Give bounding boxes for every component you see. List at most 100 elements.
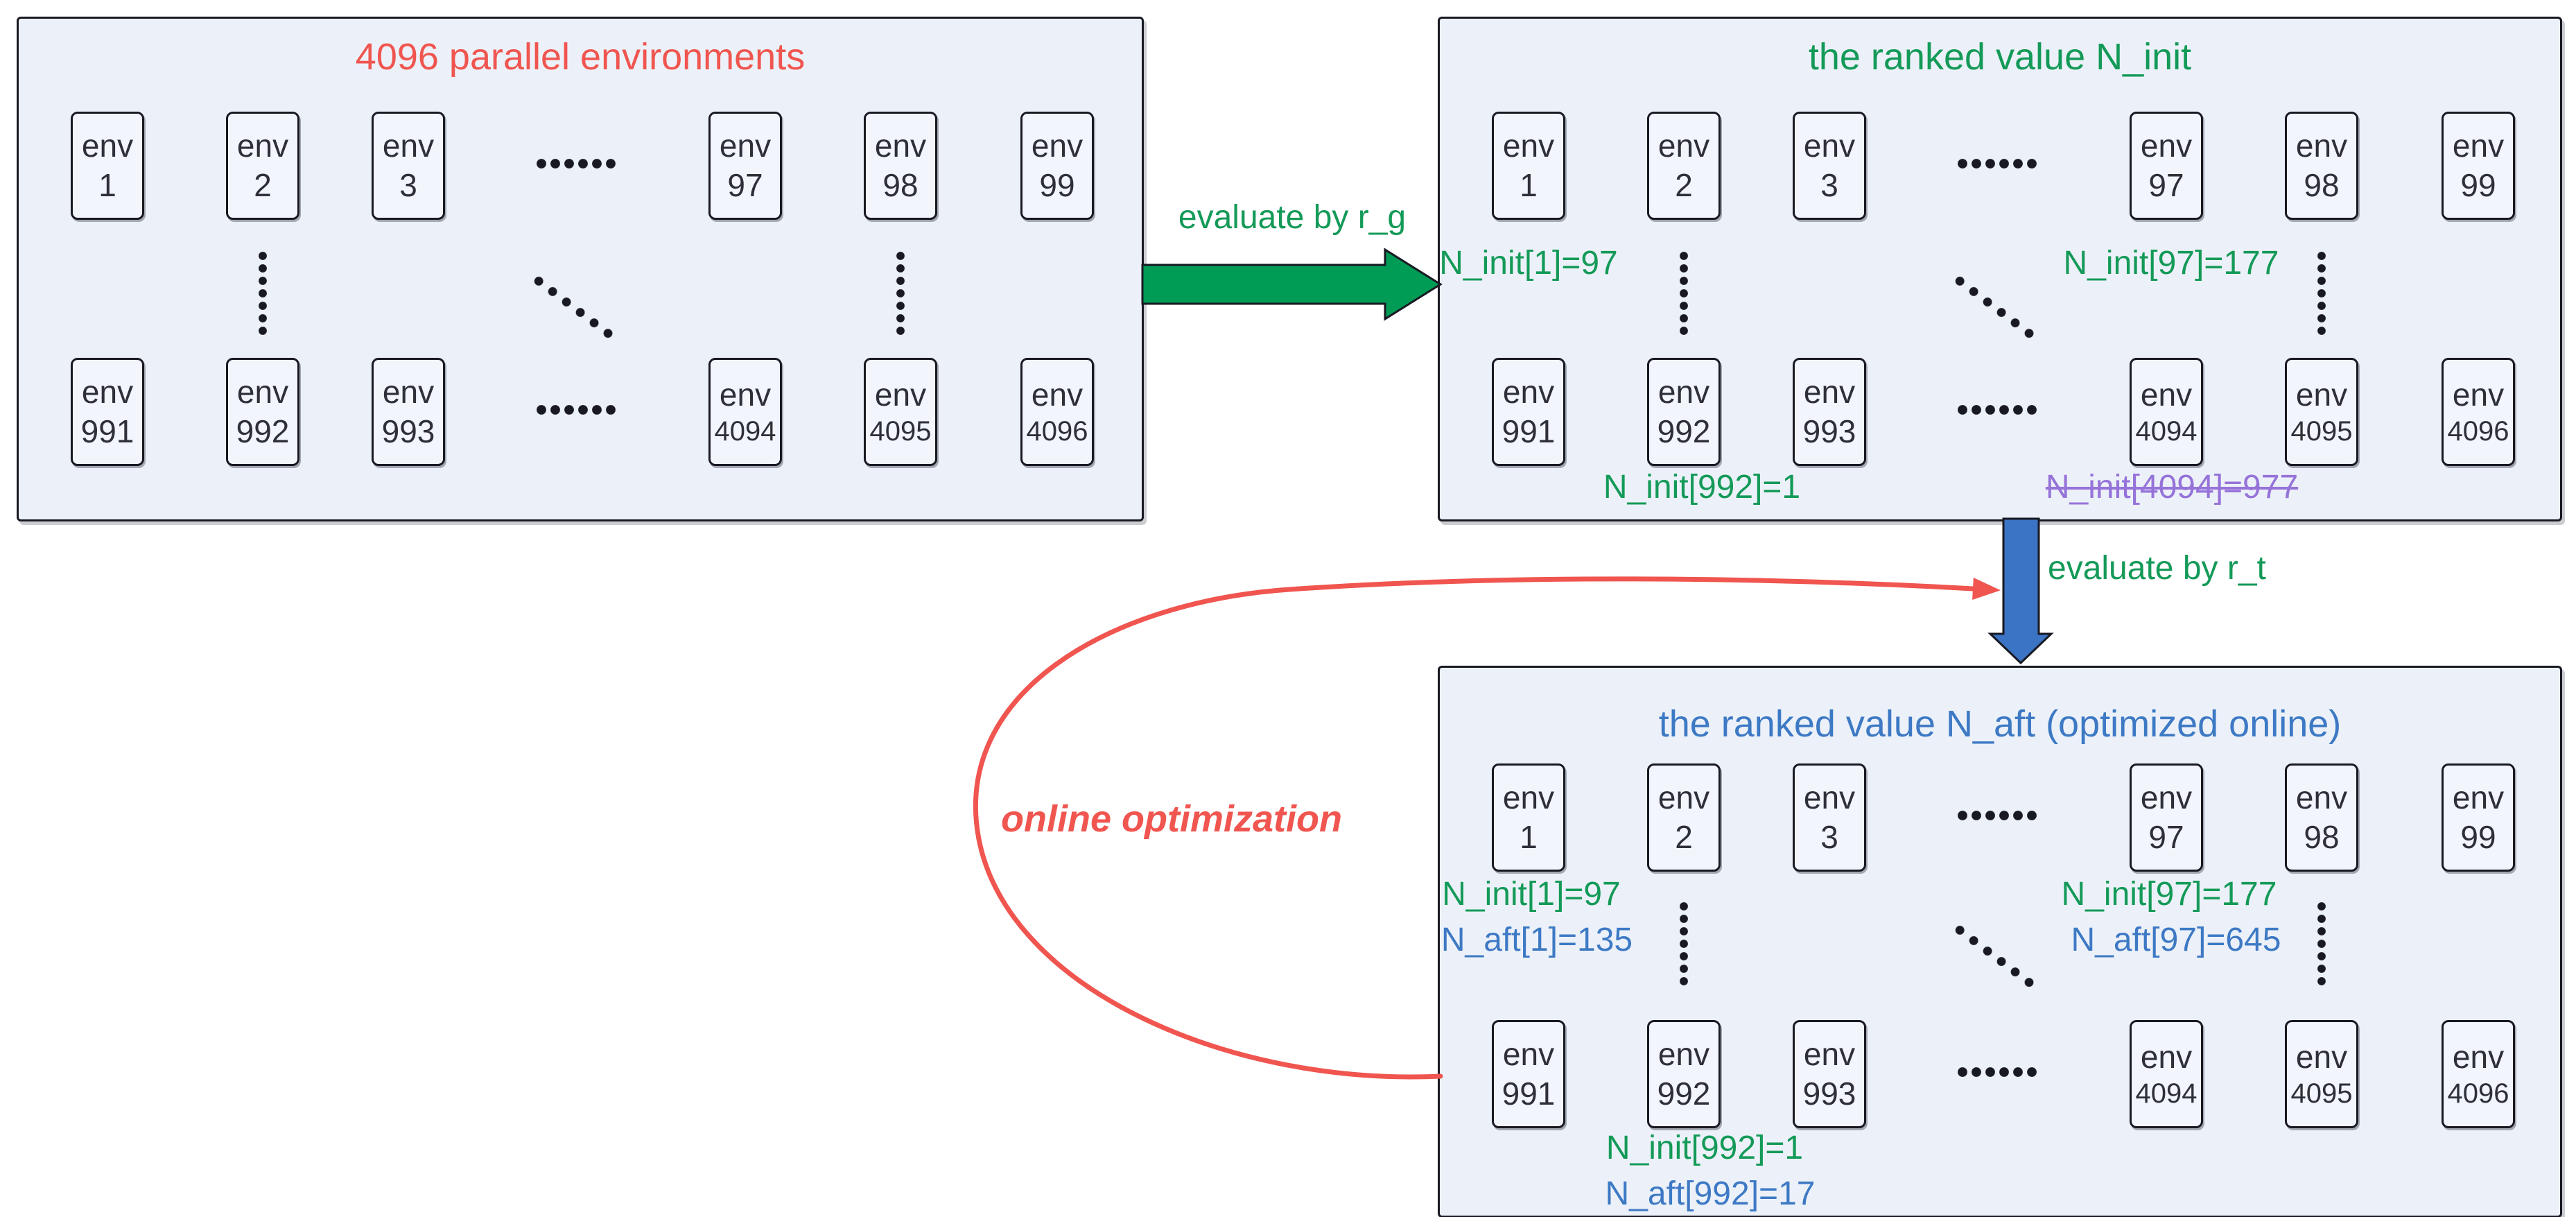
env-box-number: 4095 xyxy=(2290,1078,2353,1110)
env-box-word: env xyxy=(1502,1036,1555,1073)
env-box-number: 991 xyxy=(80,413,134,449)
env-box: env 1 xyxy=(1492,763,1565,872)
ellipsis-diagonal-icon xyxy=(1953,924,2037,990)
panel-title-n-init: the ranked value N_init xyxy=(1808,36,2192,78)
env-box: env 992 xyxy=(1647,1020,1721,1128)
env-box-word: env xyxy=(382,374,435,411)
env-box-word: env xyxy=(2140,1038,2193,1075)
env-box-word: env xyxy=(1502,779,1555,816)
env-box-word: env xyxy=(81,128,134,164)
env-box: env 97 xyxy=(2130,763,2203,872)
env-box: env 4095 xyxy=(2285,1020,2358,1128)
value-label-n-init-992: N_init[992]=1 xyxy=(1605,1130,1804,1166)
ellipsis-vertical-icon xyxy=(1680,252,1688,335)
env-box: env 1 xyxy=(1492,112,1565,220)
env-box-word: env xyxy=(2295,128,2348,164)
env-box-number: 1 xyxy=(1520,819,1538,855)
env-box-number: 992 xyxy=(236,413,290,449)
panel-title-parallel-environments: 4096 parallel environments xyxy=(355,36,806,78)
env-box: env 2 xyxy=(226,112,299,220)
env-box: env 2 xyxy=(1647,763,1721,872)
env-box: env 4096 xyxy=(1020,358,1094,466)
env-box: env 3 xyxy=(372,112,445,220)
env-box-word: env xyxy=(2140,128,2193,164)
env-box-word: env xyxy=(2140,779,2193,816)
env-box-word: env xyxy=(719,128,772,164)
env-box-number: 2 xyxy=(1675,819,1693,855)
env-box-word: env xyxy=(1502,128,1555,164)
env-box-number: 99 xyxy=(2460,819,2496,855)
value-label-n-init-97: N_init[97]=177 xyxy=(2061,876,2277,913)
env-box-number: 2 xyxy=(254,167,272,203)
env-box: env 98 xyxy=(864,112,937,220)
env-box-number: 4095 xyxy=(869,416,932,447)
env-box: env 1 xyxy=(71,112,144,220)
ellipsis-vertical-icon xyxy=(2317,902,2326,985)
env-box-number: 993 xyxy=(1802,1076,1856,1112)
env-box: env 992 xyxy=(1647,358,1721,466)
value-label-n-init-1: N_init[1]=97 xyxy=(1442,876,1621,913)
evaluate-rg-arrow xyxy=(1141,248,1443,321)
env-box: env 991 xyxy=(1492,1020,1565,1128)
env-box-number: 97 xyxy=(2148,167,2184,203)
env-row-top: env 1 env 2 env 3 env 97 env 98 env 99 xyxy=(1440,112,2560,220)
panel-ranked-n-init: the ranked value N_init env 1 env 2 env … xyxy=(1438,17,2562,521)
ellipsis-horizontal-icon xyxy=(1958,405,2039,415)
evaluate-rt-label: evaluate by r_t xyxy=(2048,550,2266,587)
env-box-number: 4095 xyxy=(2290,416,2353,447)
env-box-word: env xyxy=(2295,376,2348,413)
ellipsis-diagonal-icon xyxy=(1953,275,2037,340)
value-label-n-aft-1: N_aft[1]=135 xyxy=(1441,922,1633,958)
env-box-number: 993 xyxy=(381,413,435,449)
env-box: env 4096 xyxy=(2442,358,2515,466)
ellipsis-vertical-icon xyxy=(259,252,267,335)
env-box-number: 1 xyxy=(1520,167,1538,203)
env-box-number: 4094 xyxy=(2135,416,2198,447)
panel-title-n-aft: the ranked value N_aft (optimized online… xyxy=(1658,703,2342,745)
env-box-word: env xyxy=(1803,128,1856,164)
value-label-n-init-4094-struck: N_init[4094]=977 xyxy=(2045,469,2299,506)
env-box-word: env xyxy=(1657,374,1710,411)
env-box: env 98 xyxy=(2285,763,2358,872)
env-box-word: env xyxy=(1657,779,1710,816)
env-box: env 4094 xyxy=(708,358,782,466)
env-box-number: 98 xyxy=(882,167,919,203)
env-box-number: 3 xyxy=(1820,167,1838,203)
env-box-number: 98 xyxy=(2304,167,2340,203)
env-box-number: 99 xyxy=(2460,167,2496,203)
env-box: env 4094 xyxy=(2130,1020,2203,1128)
env-box: env 991 xyxy=(71,358,144,466)
value-label-n-init-992: N_init[992]=1 xyxy=(1603,469,1801,506)
env-box: env 993 xyxy=(1793,1020,1866,1128)
env-box-number: 3 xyxy=(1820,819,1838,855)
env-box-word: env xyxy=(1803,374,1856,411)
env-box-word: env xyxy=(1031,128,1084,164)
value-label-n-init-1: N_init[1]=97 xyxy=(1439,245,1618,282)
env-box-word: env xyxy=(2295,1038,2348,1075)
env-box-word: env xyxy=(382,128,435,164)
ellipsis-horizontal-icon xyxy=(1958,1067,2039,1077)
env-box-number: 991 xyxy=(1502,413,1556,449)
env-box-word: env xyxy=(719,376,772,413)
env-box-number: 992 xyxy=(1657,1076,1711,1112)
ellipsis-diagonal-icon xyxy=(532,275,616,340)
env-box-word: env xyxy=(236,128,289,164)
env-box-word: env xyxy=(1803,779,1856,816)
ellipsis-horizontal-icon xyxy=(1958,159,2039,169)
env-box-word: env xyxy=(2452,128,2505,164)
env-box-number: 2 xyxy=(1675,167,1693,203)
ellipsis-vertical-icon xyxy=(1680,902,1688,985)
env-box-word: env xyxy=(236,374,289,411)
env-box-number: 993 xyxy=(1802,413,1856,449)
env-box-word: env xyxy=(1502,374,1555,411)
env-box-number: 4096 xyxy=(1026,416,1088,447)
env-box: env 992 xyxy=(226,358,299,466)
env-box: env 97 xyxy=(2130,112,2203,220)
env-box-number: 991 xyxy=(1502,1076,1556,1112)
env-box: env 99 xyxy=(2442,763,2515,872)
value-label-n-init-97: N_init[97]=177 xyxy=(2063,245,2279,282)
ellipsis-horizontal-icon xyxy=(1958,811,2039,820)
value-label-n-aft-97: N_aft[97]=645 xyxy=(2071,922,2281,958)
env-box: env 3 xyxy=(1793,763,1866,872)
ellipsis-vertical-icon xyxy=(896,252,905,335)
